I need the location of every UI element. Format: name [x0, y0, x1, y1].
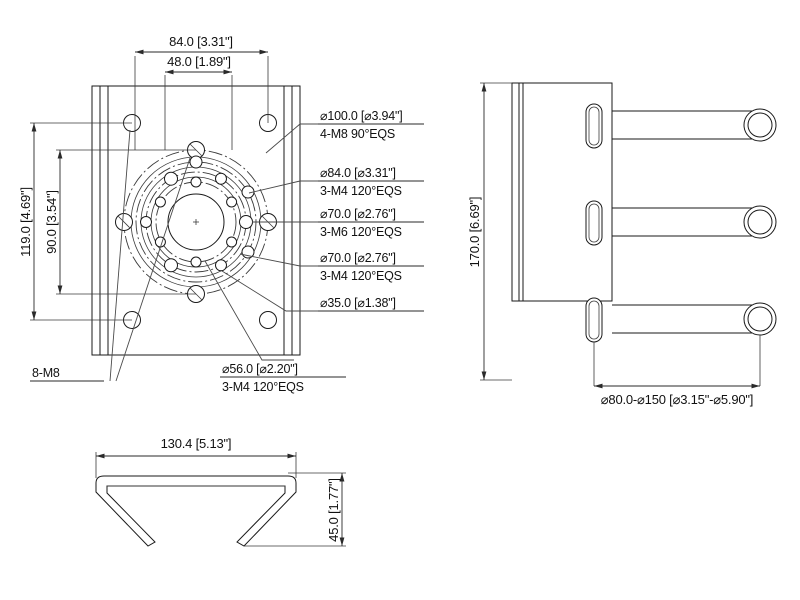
dim-pole-range: ⌀80.0-⌀150 [⌀3.15"-⌀5.90"] — [593, 335, 761, 407]
callout-4-line-1: ⌀70.0 [⌀2.76"] — [320, 251, 396, 265]
holes-m6-70pcd — [164, 171, 253, 273]
callout-4-line-2: 3-M4 120°EQS — [320, 269, 402, 283]
callout-text-100: ⌀100.0 [⌀3.94"] 4-M8 90°EQS — [318, 109, 424, 141]
callout-1-line-1: ⌀100.0 [⌀3.94"] — [320, 109, 403, 123]
callout-text-84: ⌀84.0 [⌀3.31"] 3-M4 120°EQS — [318, 166, 424, 198]
dim-label-top-outer: 84.0 [3.31"] — [169, 34, 233, 49]
clamp-arm-1 — [585, 103, 777, 149]
clamp-arm-2 — [585, 200, 777, 246]
bolt-label-8-m8: 8-M8 — [32, 366, 60, 380]
callout-5-line-1: ⌀35.0 [⌀1.38"] — [320, 296, 396, 310]
holes-m4-70pcd — [140, 172, 227, 272]
callout-text-56: ⌀56.0 [⌀2.20"] 3-M4 120°EQS — [220, 362, 346, 394]
dim-label-left-inner: 90.0 [3.54"] — [44, 190, 59, 254]
dim-top-48: 48.0 [1.89"] — [164, 54, 233, 150]
spring-clip-profile — [95, 475, 297, 547]
callout-leaders — [204, 123, 318, 361]
dim-label-pole-range: ⌀80.0-⌀150 [⌀3.15"-⌀5.90"] — [601, 392, 753, 407]
callout-3-line-1: ⌀70.0 [⌀2.76"] — [320, 207, 396, 221]
callout-text-70-m6: ⌀70.0 [⌀2.76"] 3-M6 120°EQS — [318, 207, 424, 239]
leader-8-m8 — [109, 129, 191, 382]
callout-text-35: ⌀35.0 [⌀1.38"] — [318, 296, 424, 312]
callout-6-line-2: 3-M4 120°EQS — [222, 380, 304, 394]
dim-label-bottom-height: 45.0 [1.77"] — [326, 478, 341, 542]
dim-label-left-outer: 119.0 [4.69"] — [18, 187, 33, 257]
center-mark — [193, 219, 199, 225]
callout-2-line-1: ⌀84.0 [⌀3.31"] — [320, 166, 396, 180]
callout-text-8-m8: 8-M8 — [30, 366, 104, 382]
callout-2-line-2: 3-M4 120°EQS — [320, 184, 402, 198]
dim-left-119: 119.0 [4.69"] — [18, 122, 132, 321]
side-plate-body — [512, 83, 612, 301]
dim-label-side-height: 170.0 [6.69"] — [467, 197, 482, 268]
side-view: 170.0 [6.69"] ⌀80.0-⌀150 [⌀3.15"-⌀5.90"] — [467, 82, 777, 407]
dim-bottom-width: 130.4 [5.13"] — [95, 436, 297, 478]
holes-m4-84pcd — [189, 155, 255, 259]
dim-left-90: 90.0 [3.54"] — [44, 149, 196, 295]
dim-top-84: 84.0 [3.31"] — [134, 34, 269, 150]
dim-bottom-height: 45.0 [1.77"] — [244, 472, 346, 547]
callout-1-line-2: 4-M8 90°EQS — [320, 127, 395, 141]
dim-label-top-inner: 48.0 [1.89"] — [167, 54, 231, 69]
callout-6-line-1: ⌀56.0 [⌀2.20"] — [222, 362, 298, 376]
callout-3-line-2: 3-M6 120°EQS — [320, 225, 402, 239]
dim-label-bottom-width: 130.4 [5.13"] — [161, 436, 232, 451]
dim-side-height: 170.0 [6.69"] — [467, 82, 512, 381]
callout-text-70-m4: ⌀70.0 [⌀2.76"] 3-M4 120°EQS — [318, 251, 424, 283]
clamp-arm-3 — [585, 297, 777, 343]
bottom-view: 130.4 [5.13"] 45.0 [1.77"] — [95, 436, 346, 547]
front-view: 84.0 [3.31"] 48.0 [1.89"] 119.0 [4.69"] — [18, 34, 424, 394]
